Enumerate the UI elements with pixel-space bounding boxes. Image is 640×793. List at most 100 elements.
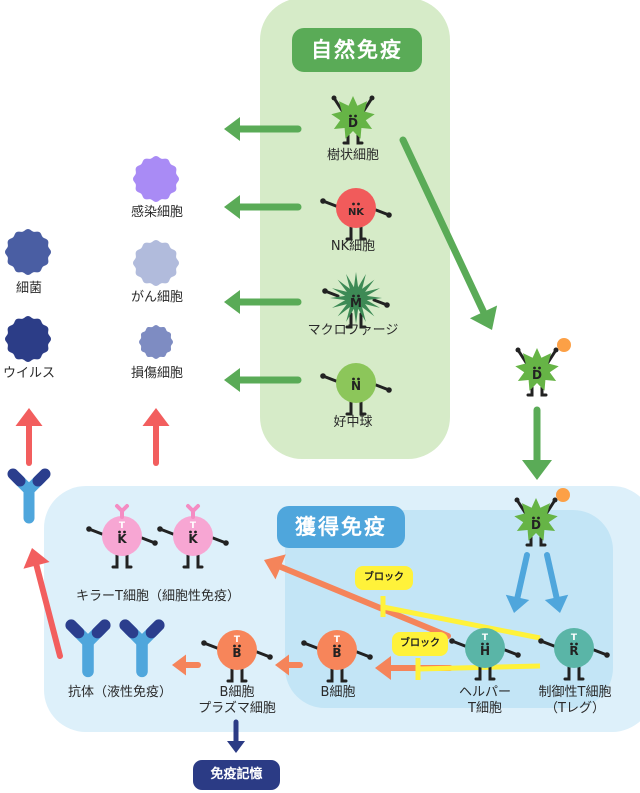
block-tag-1: ブロック [355,566,413,590]
orange-arrow-b-to-plasma [275,654,303,676]
hand [157,526,163,532]
hand [267,654,273,660]
eye-icon [352,202,355,206]
killer-t-cell-0: TK [86,504,158,569]
eye-icon [357,294,360,298]
killer-t-cell-label: キラーT細胞（細胞性免疫） [76,589,240,604]
hand [384,302,390,308]
receptor-icon [186,504,200,519]
blue-arrow-to-treg [544,552,569,613]
eye-icon [233,644,236,648]
hand [369,95,375,101]
block-line-1 [380,596,541,641]
cell-body [217,630,257,670]
block-tag-2: ブロック [392,632,448,656]
cell-letter: K [117,532,127,546]
regulatory-t-cell: TR [538,628,610,681]
antibody-tip [145,619,165,639]
hand [320,373,326,379]
hand [515,347,521,353]
cell-top-letter: T [482,633,489,643]
antibody-tip [32,468,51,487]
neutrophil-label: 好中球 [333,415,373,430]
red-arrow-killer-attack [142,408,170,466]
hand [301,640,307,646]
eye-icon [349,114,352,118]
eye-icon [537,516,540,520]
antibody-tip [7,468,26,487]
cell-letter: B [232,646,241,660]
eye-icon [338,644,341,648]
macrophage: M [322,272,390,329]
dendritic-cell: D [331,95,375,145]
helper-t-cell-label-line2: T細胞 [468,701,502,716]
receptor-icon [115,504,129,519]
legs [111,552,133,569]
cell-body [317,630,357,670]
eye-icon [532,516,535,520]
red-arrow-antibody-up [23,548,63,659]
hand [386,387,392,393]
legs [226,666,248,683]
cell-letter: D [531,518,541,532]
eye-icon [352,294,355,298]
cell-letter: NK [348,207,365,218]
eye-icon [486,642,489,646]
virus-icon [5,316,51,362]
antigen-presenting-dendritic-cell: D [515,338,571,397]
cell-body [554,628,594,668]
blue-arrow-to-helper [505,552,530,613]
hand [322,288,328,294]
cell-body [515,348,559,391]
cell-top-letter: T [190,521,197,531]
cell-body [336,188,376,228]
acquired-immunity-title: 獲得免疫 [277,506,405,548]
legs [345,224,367,241]
damaged-cell-label: 損傷細胞 [130,366,183,381]
eye-icon [194,530,197,534]
regulatory-t-cell-label-line2: （Tレグ） [545,701,605,716]
eye-icon [575,642,578,646]
hand [367,654,373,660]
hand [320,198,326,204]
hand [515,652,521,658]
green-arrow-attack-0 [224,117,302,141]
b-cell-label: B細胞 [320,685,356,700]
cell-top-letter: T [571,633,578,643]
eye-icon [189,530,192,534]
antibody-label: 抗体（液性免疫） [67,685,172,700]
b-cell: TB [301,630,373,683]
legs [563,664,585,681]
cell-top-letter: T [234,635,241,645]
virus-label: ウイルス [2,366,55,381]
hand [449,638,455,644]
cell-letter: R [569,644,578,658]
navy-arrow-to-memory [227,719,245,753]
regulatory-t-cell-label-line1: 制御性T細胞 [538,685,612,700]
hand [552,497,558,503]
plasma-cell-label-line1: B細胞 [219,685,255,700]
eye-icon [118,530,121,534]
cell-body [465,628,505,668]
eye-icon [333,644,336,648]
green-arrow-attack-1 [224,195,302,219]
orange-arrow-helper-to-killer [264,554,451,639]
plasma-cell-label-line2: プラズマ細胞 [198,701,276,716]
dendritic-cell-label: 樹状細胞 [326,148,379,163]
infected-cell-label: 感染細胞 [130,205,183,220]
green-arrow-attack-2 [224,290,302,314]
killer-t-cell-1: TK [157,504,229,569]
legs [474,664,496,681]
cell-body [514,498,558,541]
hand [514,497,520,503]
green-arrow-dendritic-migrate [399,136,498,330]
green-arrow-dendritic-down [522,406,552,480]
bacteria-icon [5,229,51,275]
innate-immunity-title: 自然免疫 [292,28,422,72]
helper-t-cell-label-line1: ヘルパー [458,685,511,700]
helper-t-cell: TH [449,628,521,681]
damaged-cell-icon [139,325,173,359]
hand [386,212,392,218]
infected-cell-icon [133,156,179,202]
